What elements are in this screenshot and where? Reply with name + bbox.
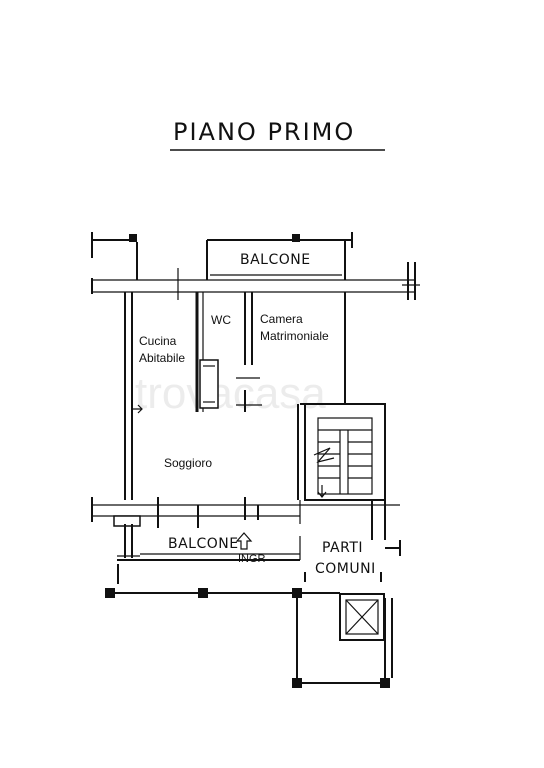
watermark: trovacasa: [135, 369, 326, 418]
lower-outline: [105, 564, 393, 688]
cucina-label-line2: Abitabile: [139, 351, 185, 365]
cucina-label-line1: Cucina: [139, 334, 177, 348]
bottom-balcony: [117, 524, 301, 561]
balcone-bottom-label: BALCONE: [168, 536, 239, 552]
stairwell: [304, 403, 386, 501]
balcone-top-label: BALCONE: [240, 252, 311, 268]
common-area-walls: [304, 500, 401, 582]
top-left-stub-walls: [91, 232, 179, 300]
soggiorno-label: Soggioro: [164, 456, 212, 470]
camera-label-line2: Matrimoniale: [260, 329, 329, 343]
ingresso-label: INGR: [238, 553, 266, 565]
bottom-exterior-wall: [91, 497, 400, 540]
entrance-arrow-icon: [235, 532, 253, 550]
camera-label-line1: Camera: [260, 312, 303, 326]
elevator-shaft: [339, 593, 385, 641]
door-marker-cucina: [132, 404, 143, 414]
wc-label: WC: [211, 313, 231, 327]
plan-title: PIANO PRIMO: [173, 118, 355, 146]
top-balcony: [206, 232, 353, 280]
top-exterior-wall: [91, 262, 420, 300]
parti-label: PARTI: [322, 540, 363, 556]
wall-wc-camera: [236, 292, 262, 412]
wall-cucina-wc: [195, 292, 219, 412]
left-exterior-wall: [124, 292, 133, 500]
comuni-label: COMUNI: [315, 561, 376, 577]
